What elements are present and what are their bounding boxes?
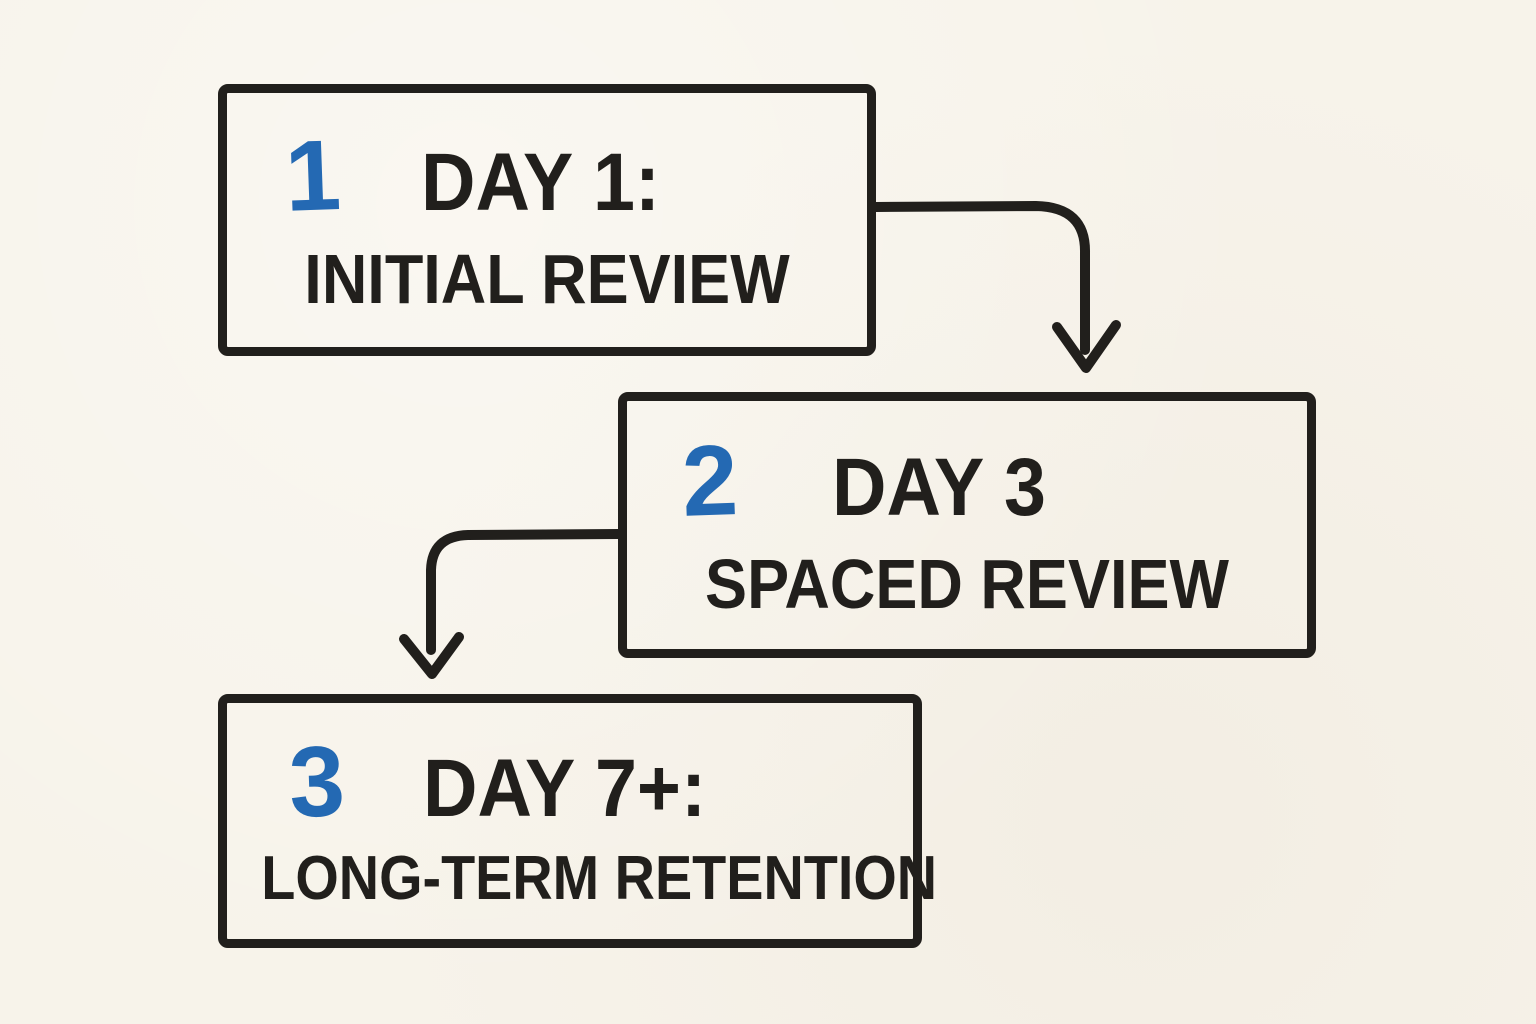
step-3-title: DAY 7+:: [422, 743, 706, 834]
step-box-2: 2 DAY 3 SPACED REVIEW: [618, 392, 1316, 658]
step-2-header: 2 DAY 3: [627, 424, 1307, 538]
step-2-subtitle: SPACED REVIEW: [705, 545, 1229, 623]
step-3-number: 3: [287, 725, 345, 839]
step-1-subtitle: INITIAL REVIEW: [304, 240, 790, 318]
step-box-1: 1 DAY 1: INITIAL REVIEW: [218, 84, 876, 356]
step-1-header: 1 DAY 1:: [227, 119, 867, 233]
step-3-header: 3 DAY 7+:: [227, 725, 913, 839]
step-2-number: 2: [680, 424, 738, 538]
arrow-step2-to-step3: [399, 529, 623, 679]
step-box-3: 3 DAY 7+: LONG-TERM RETENTION: [218, 694, 938, 948]
step-1-title: DAY 1:: [420, 137, 660, 228]
step-1-number: 1: [283, 119, 341, 233]
arrow-step1-to-step2: [871, 201, 1121, 373]
step-3-subtitle: LONG-TERM RETENTION: [261, 844, 938, 913]
step-2-title: DAY 3: [831, 442, 1046, 533]
